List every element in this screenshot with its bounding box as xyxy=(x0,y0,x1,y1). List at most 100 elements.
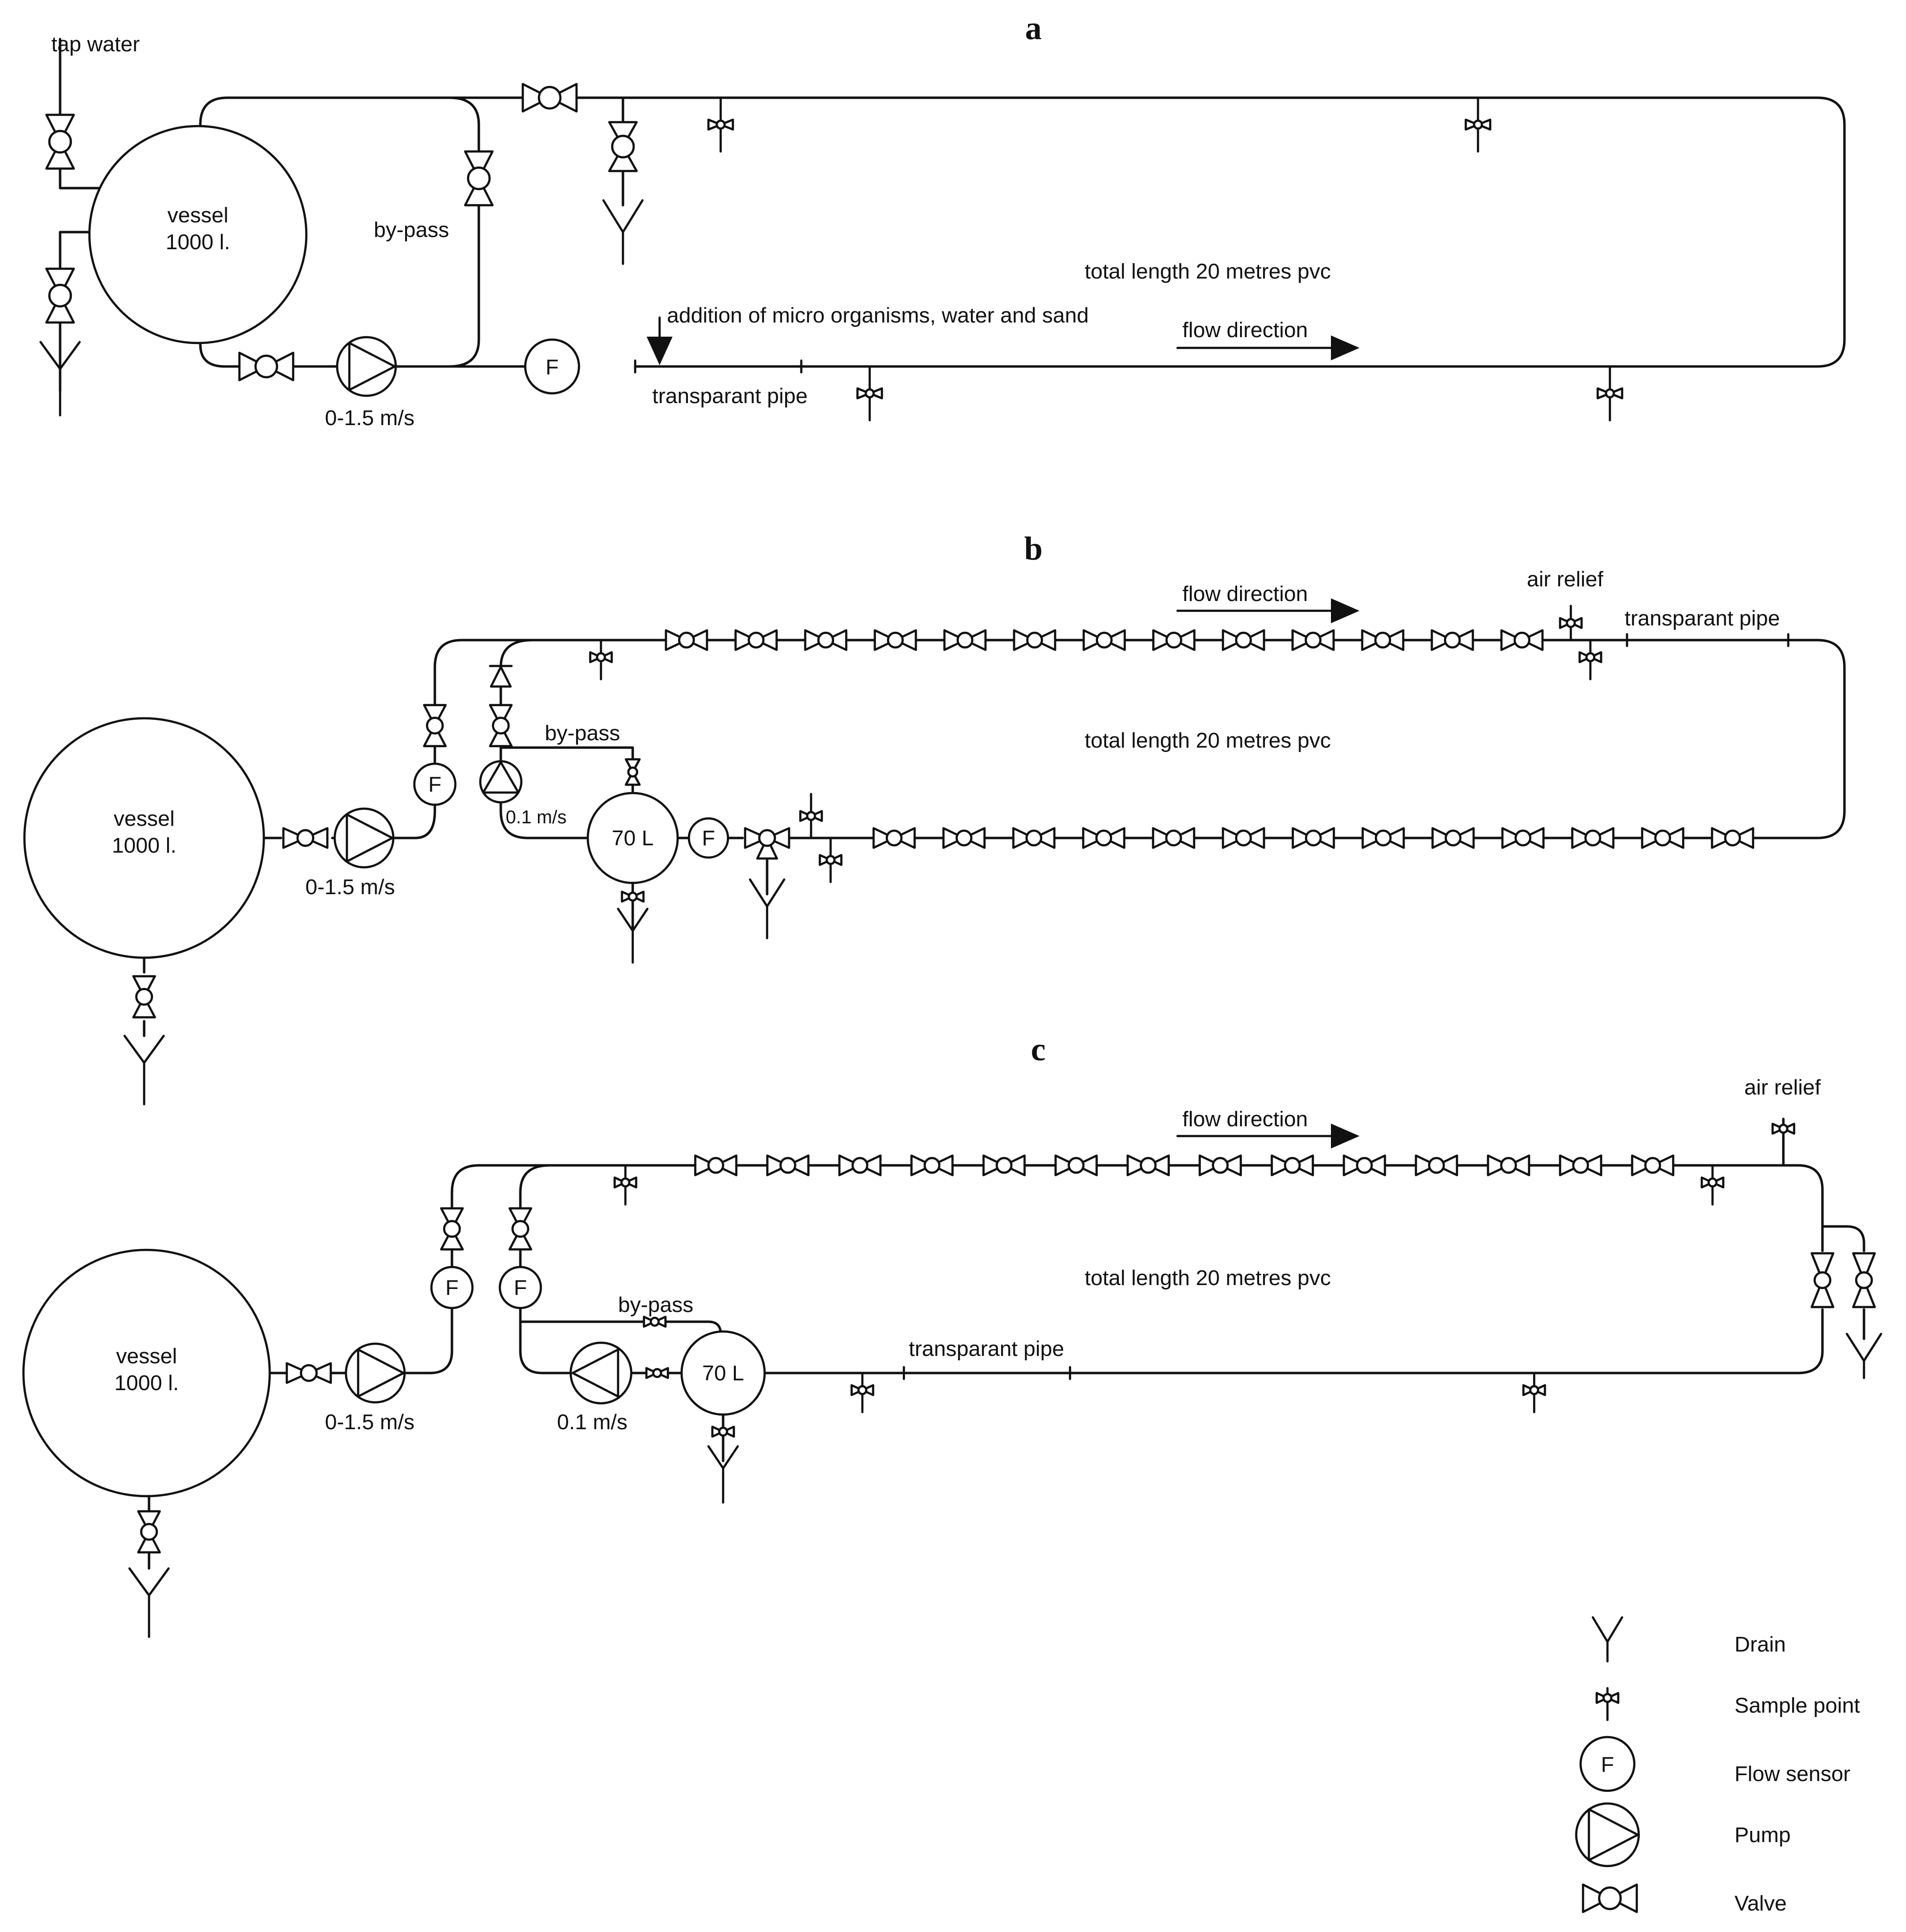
legend-valve-label: Valve xyxy=(1735,1891,1787,1915)
panel-c-small-pump-speed: 0.1 m/s xyxy=(557,1410,627,1434)
panel-a-sample-point-bottom-1 xyxy=(856,365,883,422)
panel-c-feed-pipe xyxy=(270,1164,551,1374)
panel-a-top-drain-valve xyxy=(608,121,638,172)
panel-a-flow-direction-label: flow direction xyxy=(1182,318,1308,342)
panel-b-total-length: total length 20 metres pvc xyxy=(1085,729,1331,752)
panel-c-outlet-valve xyxy=(285,1362,332,1384)
panel-c-riser-valve-2 xyxy=(508,1207,533,1251)
legend-flow-sensor-icon: F xyxy=(1579,1736,1636,1792)
panel-b-inline-valve-bottom xyxy=(1152,827,1196,849)
panel-b-inline-valve-top xyxy=(1013,629,1056,651)
panel-b-inline-valve-top xyxy=(664,629,708,651)
panel-c-inline-valve-top xyxy=(838,1154,882,1177)
panel-b-vessel-name: vessel xyxy=(114,807,175,831)
panel-c-label: c xyxy=(1031,1030,1046,1068)
panel-c-flow-sensor-1: F xyxy=(430,1266,474,1309)
panel-a: a vessel 1000 l. xyxy=(39,9,1846,430)
panel-b-riser-valve-2 xyxy=(489,704,513,748)
legend-sample-point-icon xyxy=(1595,1687,1620,1721)
panel-a-sample-point-top-2 xyxy=(1464,96,1492,153)
panel-a-addition-arrow-head xyxy=(646,337,673,365)
panel-c-flow-arrow-head xyxy=(1331,1123,1360,1149)
panel-c-small-vessel-sample xyxy=(711,1425,735,1438)
panel-b-small-vessel-sample xyxy=(621,890,645,903)
panel-a-vessel-name: vessel xyxy=(168,203,229,227)
panel-c-pump xyxy=(344,1342,406,1404)
panel-b-inline-valve-bottom xyxy=(872,827,916,849)
panel-c-pump-speed: 0-1.5 m/s xyxy=(325,1410,414,1434)
panel-c-bypass-label: by-pass xyxy=(618,1293,693,1317)
panel-b-inline-valve-top xyxy=(1431,629,1474,651)
panel-b-bottom-valves xyxy=(872,827,1755,849)
legend-drain-icon xyxy=(1591,1616,1624,1663)
svg-text:F: F xyxy=(546,355,559,379)
panel-a-pump-speed: 0-1.5 m/s xyxy=(325,406,414,430)
panel-b-three-way-drain xyxy=(749,878,786,940)
panel-a-vessel xyxy=(88,125,308,344)
panel-c-small-vessel-drain xyxy=(707,1445,739,1504)
panel-b-flow-sensor-1: F xyxy=(413,762,457,806)
panel-c: c vessel 1000 l. xyxy=(22,1030,1883,1638)
panel-a-total-length: total length 20 metres pvc xyxy=(1085,259,1331,283)
panel-b-inline-valve-bottom xyxy=(1291,827,1335,849)
panel-b-inline-valve-top xyxy=(804,629,848,651)
panel-b-loop-pipe xyxy=(509,639,1846,839)
panel-c-inline-valve-top xyxy=(766,1154,810,1177)
panel-c-inline-valve-top xyxy=(1559,1154,1603,1177)
panel-b-inline-valve-top xyxy=(1221,629,1265,651)
panel-b-inline-valve-top xyxy=(1291,629,1335,651)
panel-c-vessel-drain-valve xyxy=(137,1510,161,1554)
panel-c-top-valves xyxy=(694,1154,1674,1177)
panel-b-inline-valve-top xyxy=(1500,629,1544,651)
panel-c-vessel-drain xyxy=(128,1567,170,1638)
panel-b-three-way-valve xyxy=(744,827,791,860)
panel-c-flow-sensor-2: F xyxy=(498,1266,542,1309)
panel-a-vessel-volume: 1000 l. xyxy=(166,230,230,254)
panel-c-total-length: total length 20 metres pvc xyxy=(1085,1266,1331,1290)
panel-a-transparent-pipe-label: transparant pipe xyxy=(652,384,808,408)
panel-b-small-pump xyxy=(479,760,523,804)
panel-b-vessel-volume: 1000 l. xyxy=(112,834,176,858)
panel-c-inline-valve-top xyxy=(1054,1154,1098,1177)
panel-b-riser-valve-1 xyxy=(423,704,447,748)
panel-b-inline-valve-bottom xyxy=(1361,827,1405,849)
panel-b-inline-valve-top xyxy=(1152,629,1196,651)
panel-b-small-vessel-drain xyxy=(617,907,649,964)
panel-b-air-relief-label: air relief xyxy=(1527,567,1604,591)
panel-c-inline-valve-top xyxy=(1270,1154,1314,1177)
panel-b-bypass-pipe xyxy=(499,746,634,808)
panel-c-right-branch-pipe xyxy=(1821,1225,1865,1340)
panel-a-bypass-valve xyxy=(464,150,494,207)
legend: Drain Sample point F Flow sensor Pump Va… xyxy=(1575,1616,1860,1915)
panel-b-inline-valve-top xyxy=(1082,629,1126,651)
panel-c-inline-valve-top xyxy=(1199,1154,1242,1177)
legend-drain-label: Drain xyxy=(1735,1632,1786,1656)
panel-c-small-pump-valve xyxy=(645,1367,669,1379)
legend-pump-icon xyxy=(1575,1802,1640,1868)
panel-a-label: a xyxy=(1025,9,1042,46)
panel-c-sample-point-bottom-2 xyxy=(1522,1372,1546,1414)
panel-a-top-drain xyxy=(602,199,644,265)
panel-b-pump xyxy=(333,807,395,869)
panel-b-sample-point-right xyxy=(1578,639,1603,681)
svg-text:F: F xyxy=(1601,1753,1614,1777)
panel-c-right-drain xyxy=(1845,1332,1883,1379)
svg-text:F: F xyxy=(446,1276,459,1300)
panel-b-bypass-valve xyxy=(624,758,641,786)
panel-c-inline-valve-top xyxy=(910,1154,954,1177)
panel-c-small-pump xyxy=(569,1341,633,1405)
panel-c-flow-direction-label: flow direction xyxy=(1182,1107,1308,1131)
panel-c-right-valve-1 xyxy=(1810,1252,1835,1309)
svg-text:F: F xyxy=(702,826,715,850)
panel-c-transparent-pipe-label: transparant pipe xyxy=(909,1337,1064,1361)
panel-b-feed-pipe xyxy=(262,639,512,839)
panel-b-inline-valve-bottom xyxy=(1711,827,1755,849)
panel-b-inline-valve-bottom xyxy=(1501,827,1545,849)
panel-a-tap-water-pipe xyxy=(59,38,102,190)
panel-b-sample-point-top xyxy=(589,639,613,681)
panel-b-air-relief xyxy=(1559,604,1583,642)
legend-flow-sensor-label: Flow sensor xyxy=(1735,1762,1850,1786)
panel-c-sample-point-top-1 xyxy=(613,1164,638,1206)
panel-b-label: b xyxy=(1024,530,1043,567)
